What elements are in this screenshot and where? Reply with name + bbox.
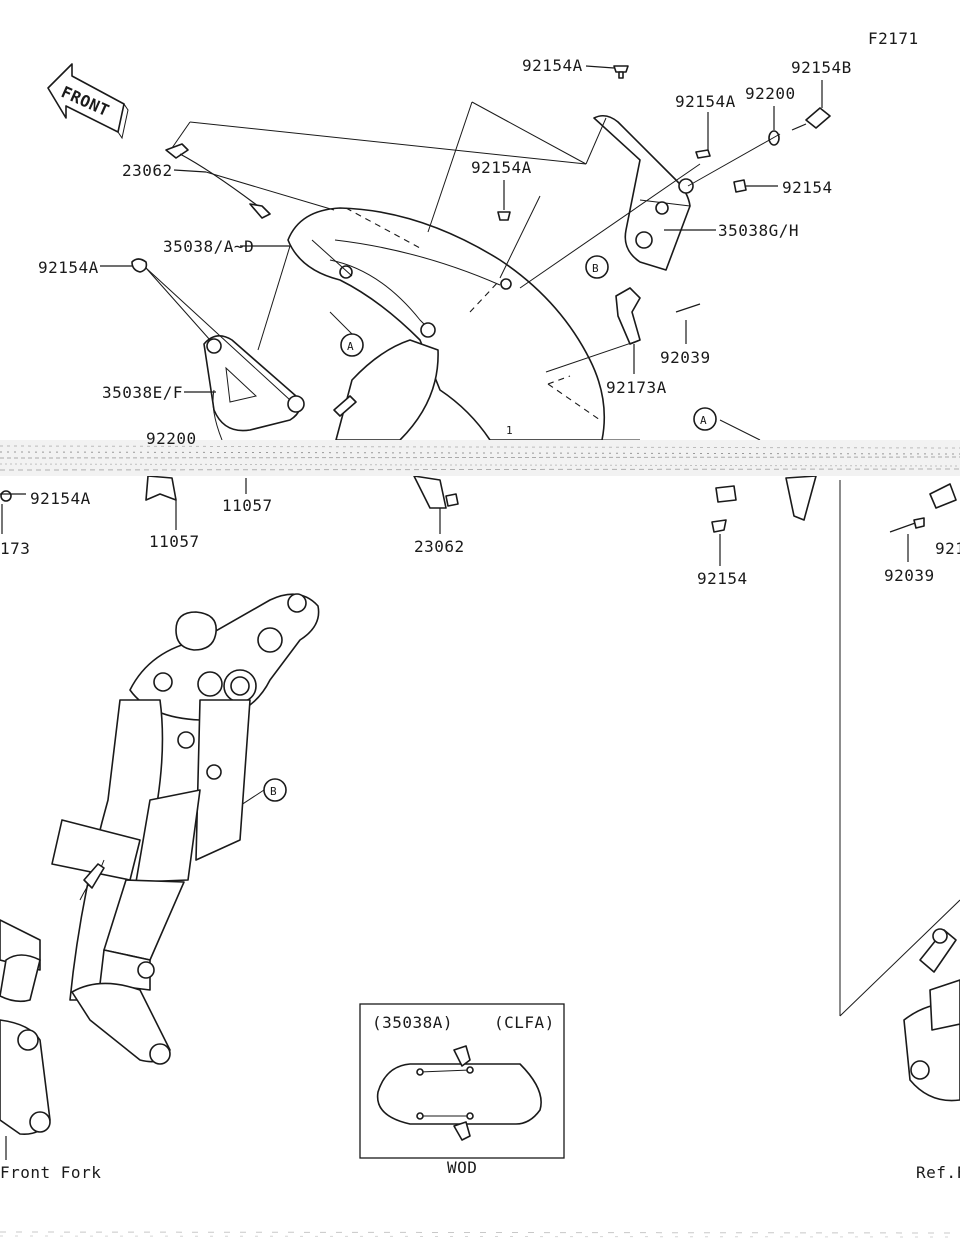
pn-92200-left: 92200	[146, 429, 197, 448]
callout-B-1: B	[585, 255, 609, 279]
pn-11057-mid: 11057	[222, 496, 273, 515]
ref-fork-partial	[903, 928, 960, 1102]
pn-35038GH: 35038G/H	[718, 221, 799, 240]
svg-text:A: A	[700, 414, 707, 427]
pn-92154A-left: 92154A	[38, 258, 99, 277]
alignment-mark-1: 1	[506, 424, 513, 437]
pn-92200-right: 92200	[745, 84, 796, 103]
pn-11057-low: 11057	[149, 532, 200, 551]
pn-92154-right: 92154	[782, 178, 833, 197]
callout-B-2: B	[263, 778, 287, 802]
clip-part	[615, 287, 641, 345]
pn-92039-low: 92039	[884, 566, 935, 585]
inset-caption: WOD	[447, 1158, 477, 1177]
front-fork-assembly	[0, 593, 320, 1136]
part-number-labels: 92154A 92154B 92154A 92200 92154 92154A …	[0, 56, 960, 588]
pn-92154A-right: 92154A	[675, 92, 736, 111]
pn-35038EF: 35038E/F	[102, 383, 183, 402]
front-fender-part: 1 1	[287, 207, 606, 441]
pn-92154B: 92154B	[791, 58, 852, 77]
svg-text:B: B	[592, 262, 599, 275]
reference-lines	[145, 101, 960, 1017]
pn-92154-low: 92154	[697, 569, 748, 588]
inset-box: (35038A) (CLFA) WOD	[359, 1003, 565, 1177]
pn-92154A-top: 92154A	[522, 56, 583, 75]
callout-A-2: A	[693, 407, 717, 431]
ref-cut-label: Ref.F	[916, 1163, 960, 1182]
bracket-left-part	[203, 335, 305, 441]
pn-921-cut: 921	[935, 539, 960, 558]
figure-code: F2171	[868, 29, 919, 48]
ref-front-fork: Front Fork	[0, 1163, 101, 1182]
pn-23062-top: 23062	[122, 161, 173, 180]
bracket-right-part	[593, 114, 694, 271]
pn-92154A-lower: 92154A	[30, 489, 91, 508]
pn-23062-low: 23062	[414, 537, 465, 556]
inset-right-code: (CLFA)	[494, 1013, 555, 1032]
front-arrow: FRONT	[47, 63, 129, 140]
fasteners	[0, 65, 957, 533]
pn-92039-top: 92039	[660, 348, 711, 367]
scan-noise-band	[0, 440, 960, 476]
pn-173: 173	[0, 539, 30, 558]
leader-lines	[0, 65, 909, 1160]
pn-92154A-mid: 92154A	[471, 158, 532, 177]
lower-brackets	[145, 475, 817, 521]
pn-35038AD: 35038/A~D	[163, 237, 254, 256]
svg-text:A: A	[347, 340, 354, 353]
clamp-23062-part	[165, 143, 271, 219]
bottom-scan-noise	[0, 1231, 960, 1238]
inset-left-code: (35038A)	[372, 1013, 453, 1032]
svg-text:B: B	[270, 785, 277, 798]
inner-fender-panel	[333, 339, 439, 441]
pn-92173A: 92173A	[606, 378, 667, 397]
callout-A-1: A	[340, 333, 364, 357]
